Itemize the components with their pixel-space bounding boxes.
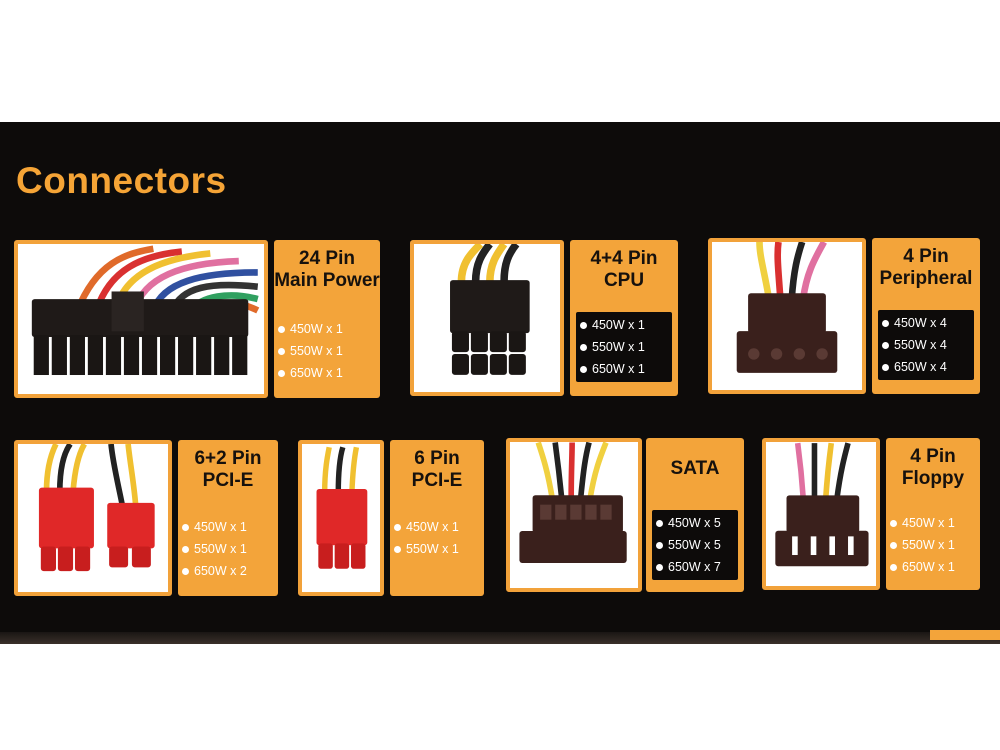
- connector-name: 4+4 Pin CPU: [570, 248, 678, 292]
- connector-name: 24 Pin Main Power: [274, 248, 380, 292]
- label-peripheral: 4 Pin Peripheral 450W x 4 550W x 4 650W …: [872, 238, 980, 394]
- connector-name: SATA: [646, 458, 744, 480]
- sata-connector-image: [519, 442, 627, 563]
- rating-item: 450W x 1: [886, 512, 980, 534]
- label-24pin-main-power: 24 Pin Main Power 450W x 1 550W x 1 650W…: [274, 240, 380, 398]
- rating-item: 550W x 1: [274, 340, 380, 362]
- rating-item: 450W x 1: [274, 318, 380, 340]
- rating-item: 550W x 1: [390, 538, 484, 560]
- rating-item: 550W x 1: [886, 534, 980, 556]
- rating-item: 450W x 1: [178, 516, 278, 538]
- photo-peripheral-connector: [708, 238, 866, 394]
- label-floppy: 4 Pin Floppy 450W x 1 550W x 1 650W x 1: [886, 438, 980, 590]
- floppy-connector-image: [775, 442, 869, 567]
- connector-name: 6+2 Pin PCI-E: [178, 448, 278, 492]
- connector-name-line2: CPU: [603, 270, 645, 291]
- rating-item: 650W x 1: [576, 358, 672, 380]
- rating-item: 550W x 5: [652, 534, 738, 556]
- rating-item: 650W x 2: [178, 560, 278, 582]
- connector-name-line2: PCI-E: [202, 470, 254, 491]
- connector-name-line1: 24 Pin: [299, 248, 355, 269]
- photo-floppy-connector: [762, 438, 880, 590]
- rating-item: 450W x 1: [390, 516, 484, 538]
- photo-sata-connector: [506, 438, 642, 592]
- connector-name-line1: 4 Pin: [910, 446, 956, 467]
- ratings-list: 450W x 1 550W x 1: [390, 516, 484, 560]
- peripheral-connector-image: [736, 242, 838, 373]
- rating-item: 450W x 5: [652, 512, 738, 534]
- rating-item: 550W x 1: [576, 336, 672, 358]
- box-edge: [0, 632, 1000, 644]
- photo-cpu-connector: [410, 240, 564, 396]
- photo-pcie-8pin-connector: [14, 440, 172, 596]
- ratings-list: 450W x 1 550W x 1 650W x 2: [178, 516, 278, 582]
- rating-item: 650W x 4: [878, 356, 974, 378]
- ratings-list: 450W x 1 550W x 1 650W x 1: [274, 318, 380, 384]
- ratings-list: 450W x 5 550W x 5 650W x 7: [652, 510, 738, 580]
- label-cpu: 4+4 Pin CPU 450W x 1 550W x 1 650W x 1: [570, 240, 678, 396]
- label-pcie-6pin: 6 Pin PCI-E 450W x 1 550W x 1: [390, 440, 484, 596]
- connector-name-line2: Main Power: [274, 270, 380, 291]
- 24pin-connector-image: [31, 245, 260, 376]
- rating-item: 650W x 1: [886, 556, 980, 578]
- ratings-list: 450W x 1 550W x 1 650W x 1: [576, 312, 672, 382]
- pcie-8pin-connector-image: [38, 444, 155, 572]
- connector-name-line1: 6+2 Pin: [194, 448, 262, 469]
- label-pcie-6plus2: 6+2 Pin PCI-E 450W x 1 550W x 1 650W x 2: [178, 440, 278, 596]
- connector-name: 4 Pin Peripheral: [872, 246, 980, 290]
- box-orange-strip: [930, 630, 1000, 640]
- connector-name: 4 Pin Floppy: [886, 446, 980, 490]
- rating-item: 550W x 4: [878, 334, 974, 356]
- cpu-connector-image: [450, 244, 530, 375]
- rating-item: 450W x 1: [576, 314, 672, 336]
- section-title: Connectors: [16, 160, 227, 201]
- ratings-list: 450W x 1 550W x 1 650W x 1: [886, 512, 980, 578]
- pcie-6pin-connector-image: [316, 446, 368, 569]
- connector-name-line2: Floppy: [901, 468, 965, 489]
- rating-item: 650W x 7: [652, 556, 738, 578]
- rating-item: 650W x 1: [274, 362, 380, 384]
- connector-name-line2: Peripheral: [879, 268, 973, 289]
- ratings-list: 450W x 4 550W x 4 650W x 4: [878, 310, 974, 380]
- connector-name-line1: 6 Pin: [414, 448, 460, 469]
- rating-item: 550W x 1: [178, 538, 278, 560]
- photo-24pin-connector: [14, 240, 268, 398]
- connector-name-line1: 4+4 Pin: [590, 248, 658, 269]
- connector-name-line2: PCI-E: [411, 470, 463, 491]
- photo-pcie-6pin-connector: [298, 440, 384, 596]
- connector-name: 6 Pin PCI-E: [390, 448, 484, 492]
- connector-name-line1: SATA: [670, 458, 720, 479]
- rating-item: 450W x 4: [878, 312, 974, 334]
- label-sata: SATA 450W x 5 550W x 5 650W x 7: [646, 438, 744, 592]
- connector-name-line1: 4 Pin: [903, 246, 949, 267]
